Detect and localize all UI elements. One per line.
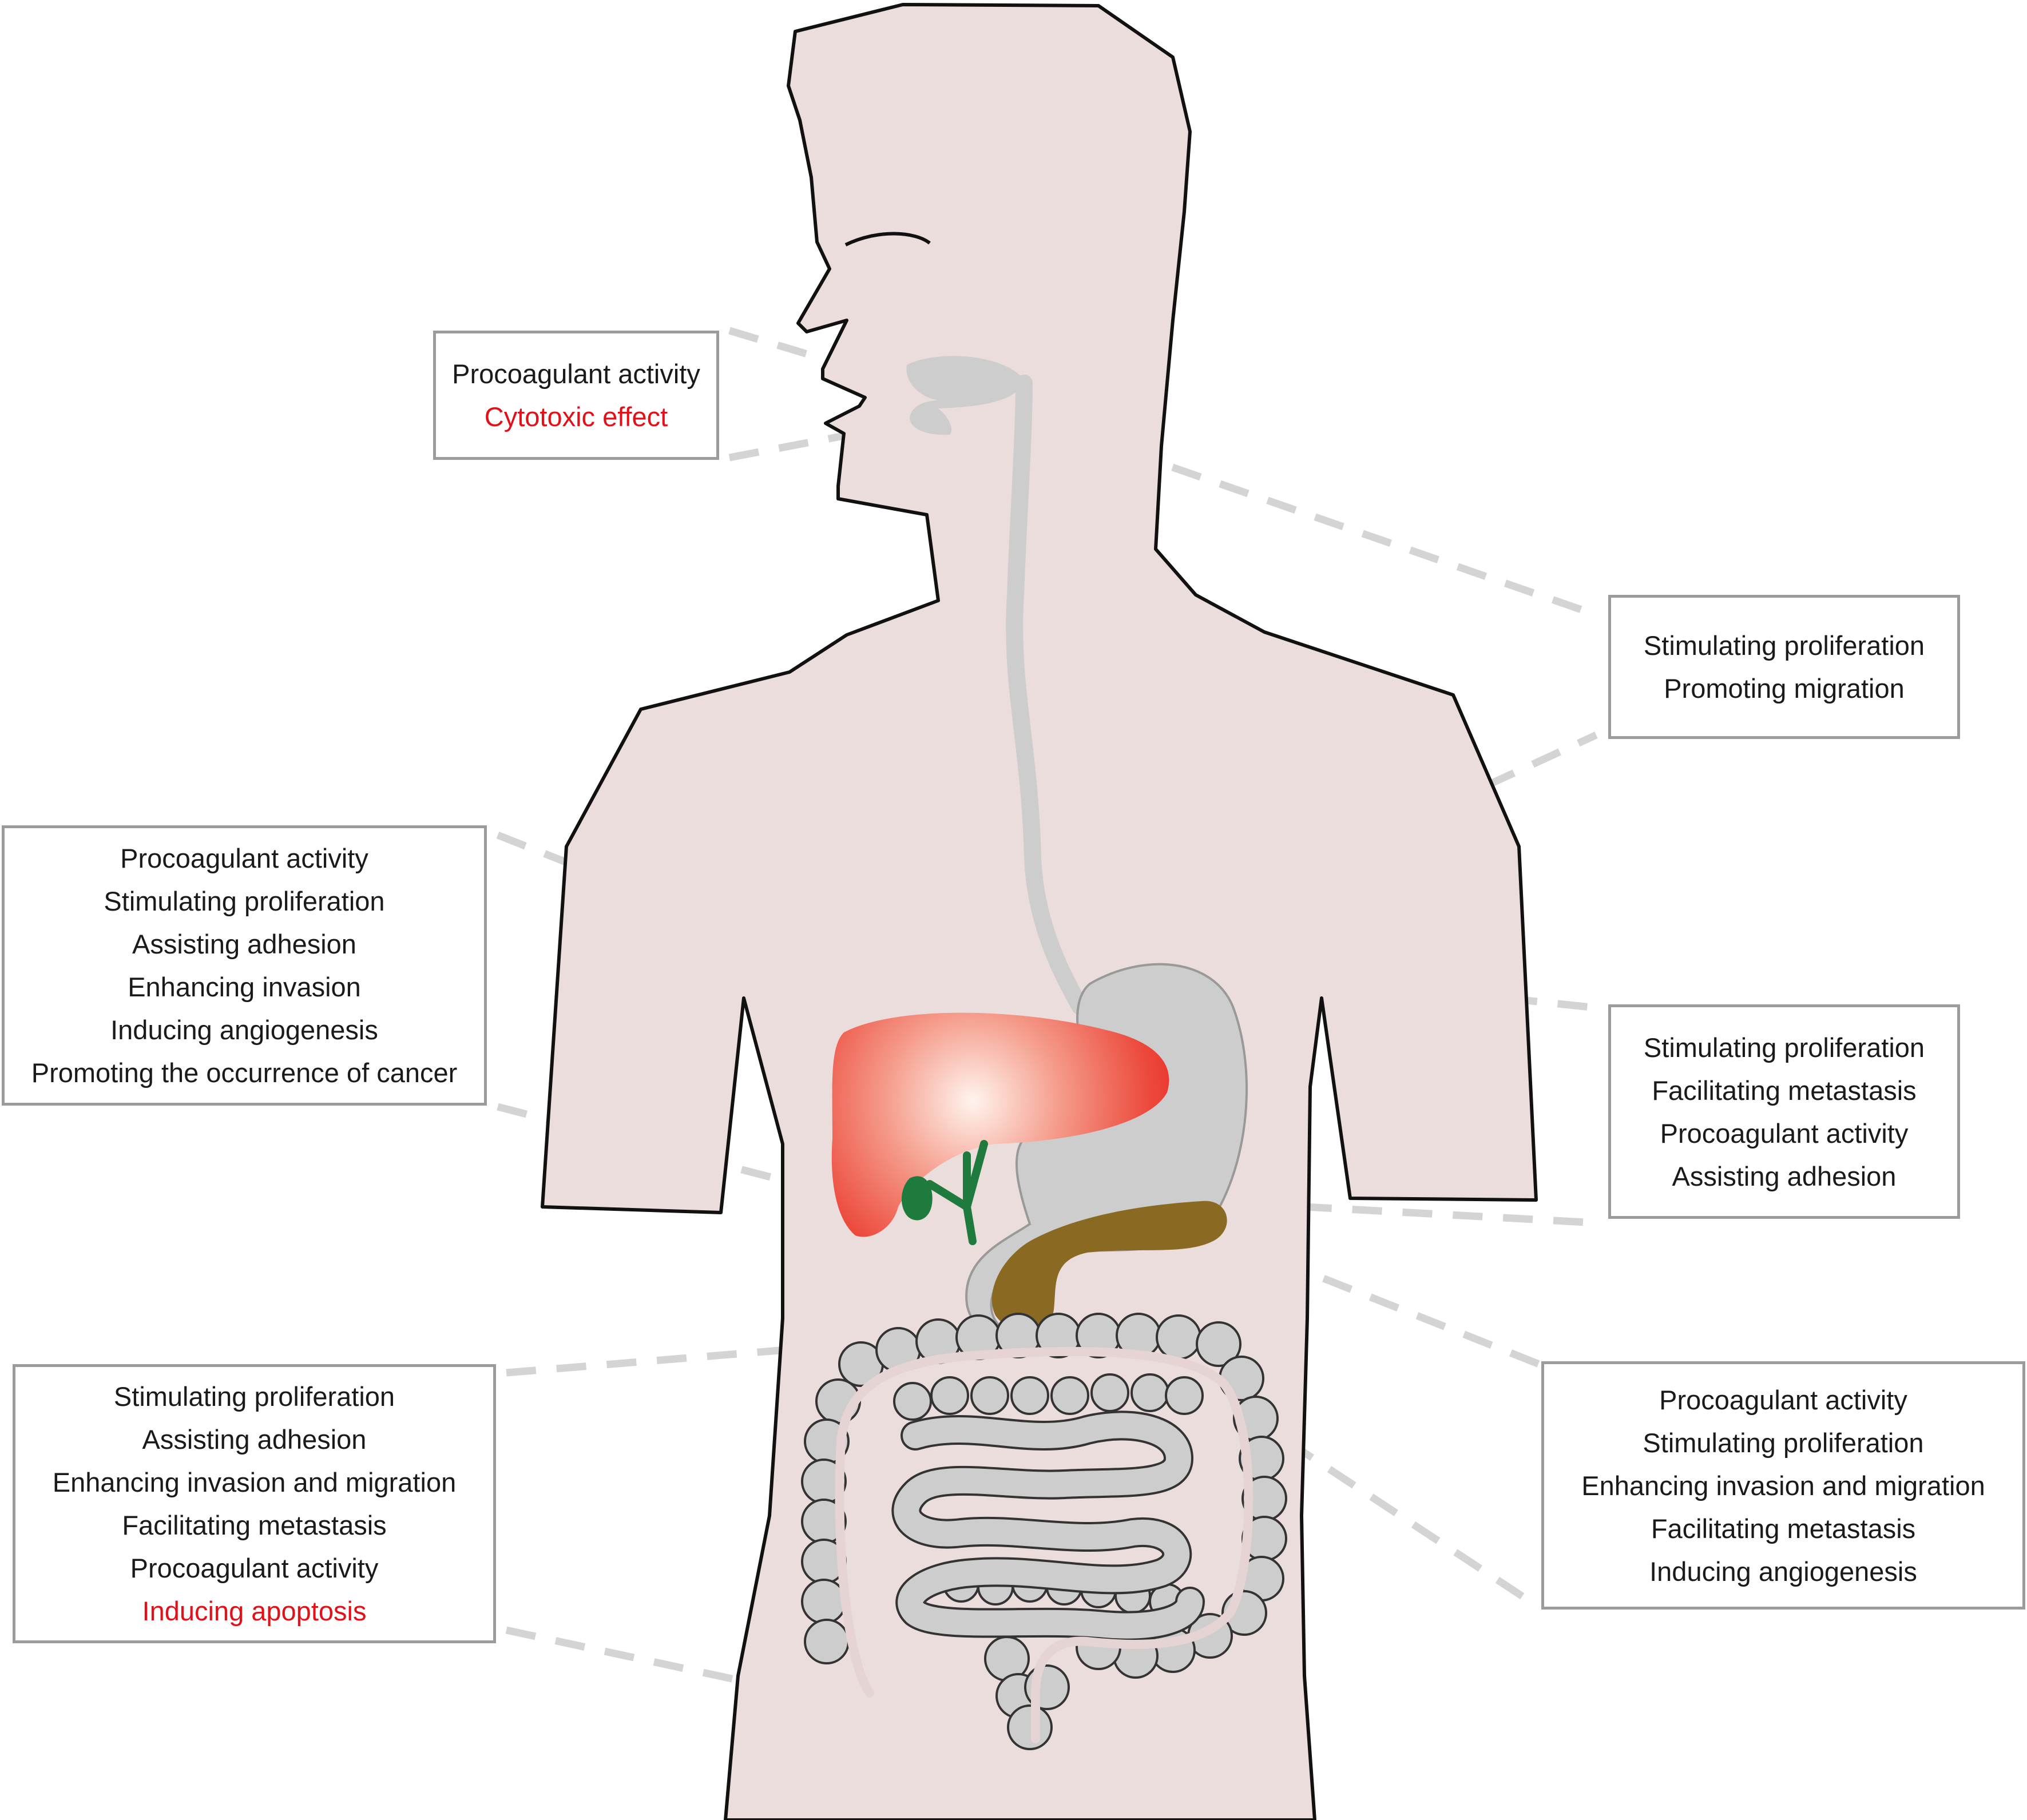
stomach-effect-line: Procoagulant activity [1660, 1118, 1909, 1149]
colorectal-effect-line: Inducing angiogenesis [1649, 1556, 1917, 1587]
small-intestine-fill [894, 1413, 1203, 1639]
intestine-effect-line: Enhancing invasion and migration [52, 1467, 457, 1497]
connector-esophagus-lower [1074, 732, 1598, 979]
liver-effect-line: Enhancing invasion [128, 972, 361, 1002]
oral-effect-line: Cytotoxic effect [484, 402, 668, 432]
colorectal-effect-line: Enhancing invasion and migration [1581, 1470, 1985, 1501]
intestine-effect-line: Facilitating metastasis [122, 1510, 387, 1540]
colorectal-effect-line: Stimulating proliferation [1643, 1427, 1924, 1458]
oral-effect-line: Procoagulant activity [452, 359, 700, 389]
intestine-effect-line: Procoagulant activity [130, 1553, 379, 1583]
liver-effect-line: Stimulating proliferation [104, 886, 385, 916]
oral-cavity [906, 356, 1024, 435]
esophagus [1006, 375, 1089, 1015]
intestine-effect-line: Stimulating proliferation [113, 1381, 395, 1412]
eyebrow-icon [844, 232, 931, 247]
liver-effect-line: Promoting the occurrence of cancer [31, 1058, 458, 1088]
liver-effect-line: Procoagulant activity [120, 843, 368, 873]
colorectal-effect-line: Facilitating metastasis [1651, 1513, 1916, 1544]
stomach-effect-line: Facilitating metastasis [1652, 1075, 1917, 1106]
pancreas [991, 1201, 1227, 1331]
esophagus-effect-line: Promoting migration [1664, 673, 1905, 704]
connector-oral-lower [728, 420, 905, 462]
intestine-effect-line: Inducing apoptosis [142, 1596, 367, 1626]
esophagus-effect-line: Stimulating proliferation [1643, 630, 1925, 661]
connector-intestine-upper [506, 1334, 927, 1377]
stomach-effect-line: Assisting adhesion [1672, 1161, 1897, 1191]
connector-colorectal-lower [1285, 1438, 1541, 1611]
intestine-effect-line: Assisting adhesion [142, 1424, 367, 1455]
colon-inner-path [835, 1346, 1254, 1743]
liver-effect-line: Assisting adhesion [132, 929, 356, 959]
bile-duct [926, 1140, 988, 1245]
gallbladder [901, 1176, 933, 1221]
liver-effect-line: Inducing angiogenesis [110, 1015, 378, 1045]
stomach-effect-line: Stimulating proliferation [1643, 1032, 1925, 1063]
colorectal-effect-line: Procoagulant activity [1659, 1384, 1907, 1415]
